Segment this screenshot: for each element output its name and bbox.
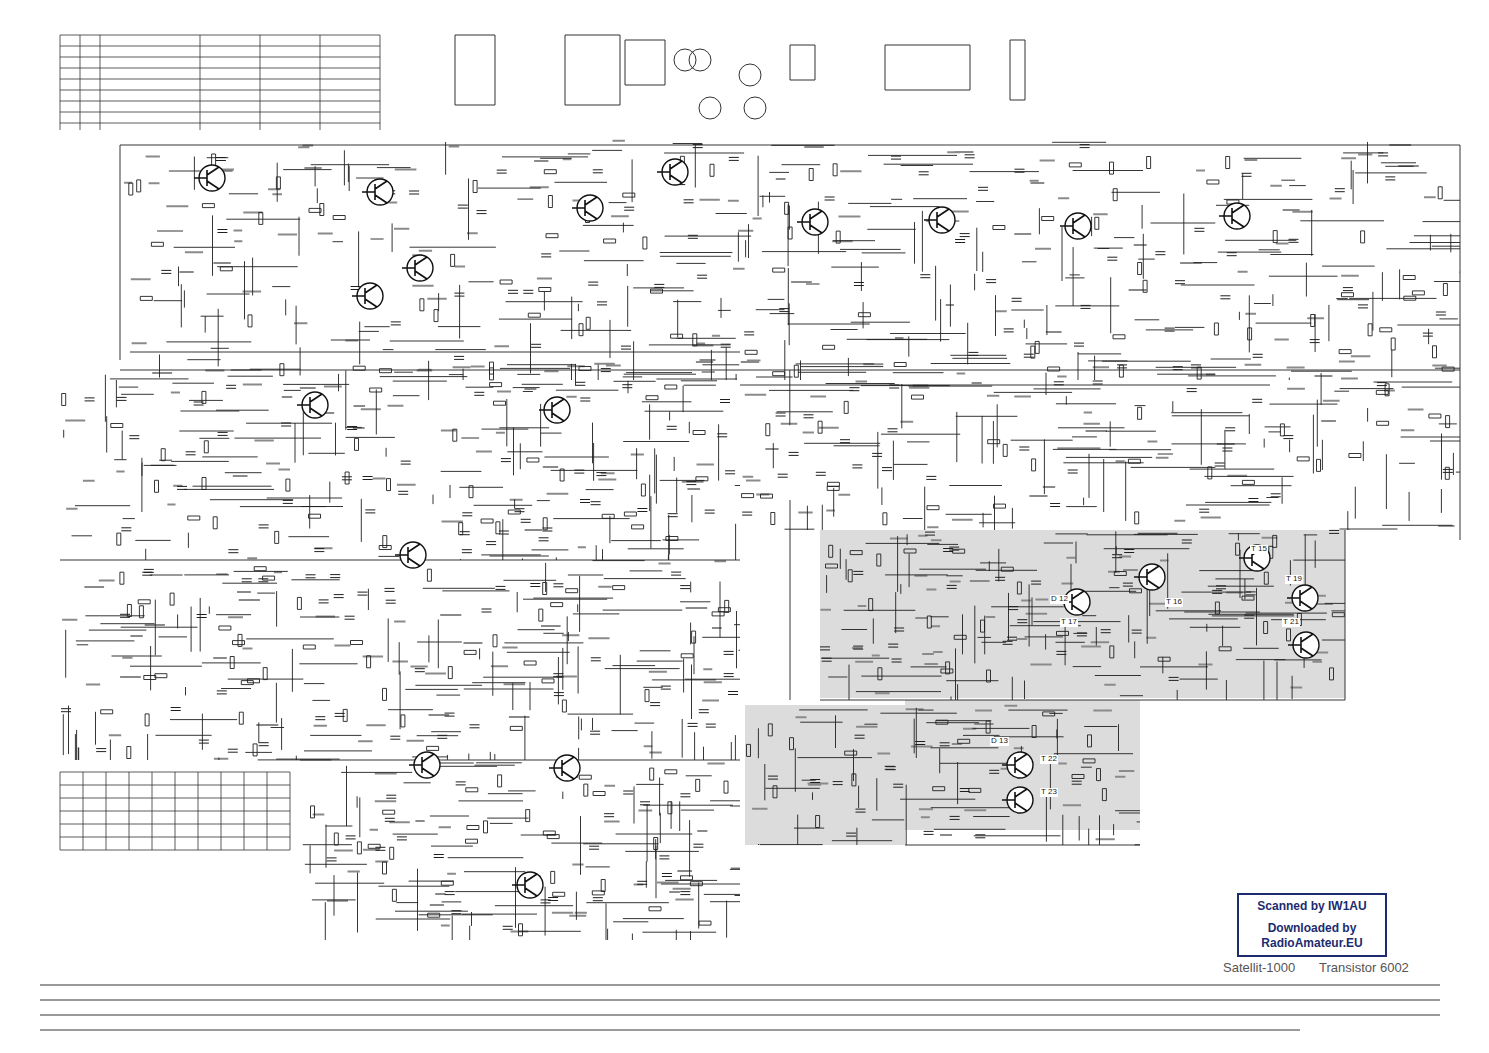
model-name: Transistor 6002 <box>1318 961 1410 975</box>
part-number: T 21 <box>1282 618 1300 627</box>
part-number: T 16 <box>1165 598 1183 607</box>
part-number: T 15 <box>1250 545 1268 554</box>
shaded-region <box>745 705 905 845</box>
part-number: T 23 <box>1040 788 1058 797</box>
watermark-text: Scanned by IW1AU <box>1245 899 1379 914</box>
resistor-symbol <box>62 154 1454 936</box>
pinout-outline <box>455 35 1025 105</box>
pinout-outline <box>739 64 761 86</box>
watermark-box: Scanned by IW1AU Downloaded by RadioAmate… <box>1237 893 1387 957</box>
capacitor-symbol <box>61 145 1453 930</box>
pinout-outline <box>674 49 766 119</box>
watermark-text: Downloaded by RadioAmateur.EU <box>1245 921 1379 951</box>
model-name: Satellit-1000 <box>1222 961 1296 975</box>
part-number: D 13 <box>990 737 1009 746</box>
wiring <box>40 142 1460 1030</box>
part-number: T 19 <box>1285 575 1303 584</box>
shaded-region <box>745 530 1345 845</box>
part-number: T 17 <box>1060 618 1078 627</box>
pinout-outline <box>699 97 721 119</box>
transistor-symbol <box>194 161 1313 896</box>
pinout-outline <box>689 49 711 71</box>
shaded-region <box>905 700 1140 830</box>
transistor-symbol <box>199 159 1319 898</box>
pinout-outline <box>744 97 766 119</box>
part-number: T 22 <box>1040 755 1058 764</box>
tiny-print <box>62 141 1447 932</box>
part-number: D 12 <box>1050 595 1069 604</box>
